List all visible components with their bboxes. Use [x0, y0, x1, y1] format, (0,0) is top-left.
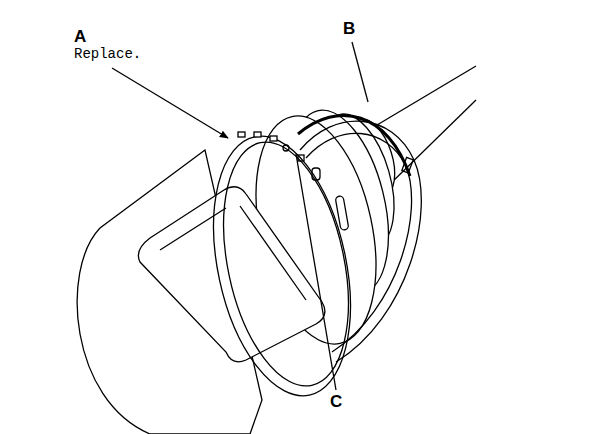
leader-lines	[112, 42, 368, 390]
band-ring	[192, 124, 372, 409]
callout-letter: A	[74, 28, 86, 47]
joint-housing	[77, 150, 325, 434]
callout-letter: C	[330, 393, 342, 412]
note-text: Replace.	[74, 47, 141, 62]
boot-band	[298, 115, 421, 362]
callout-letter: B	[343, 20, 355, 39]
